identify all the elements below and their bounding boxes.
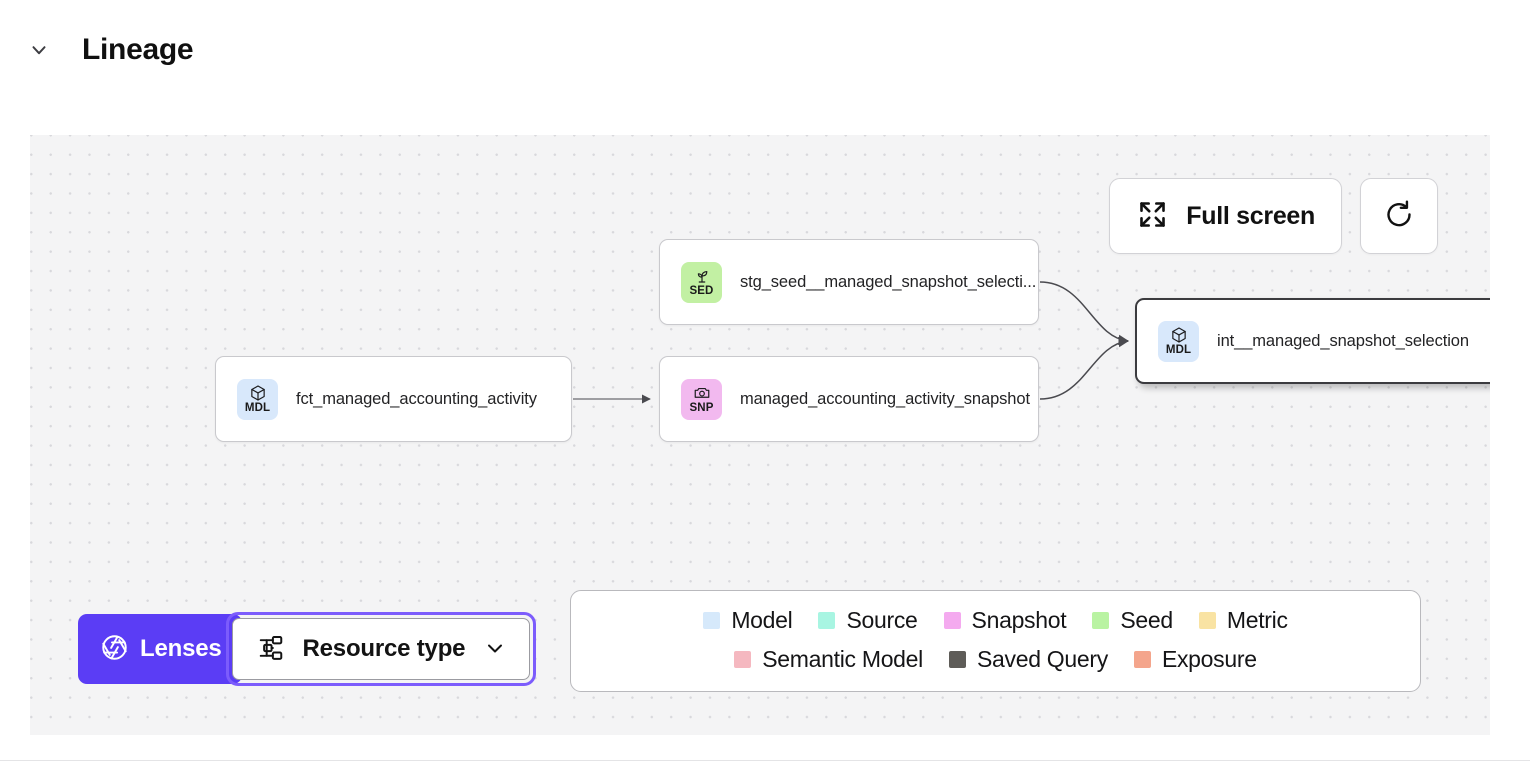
resource-type-focus-ring: Resource type xyxy=(225,612,537,686)
node-type-abbr: MDL xyxy=(1165,343,1192,356)
sprout-icon: SED xyxy=(681,261,722,303)
lineage-legend: Model Source Snapshot Seed Metric S xyxy=(570,590,1421,692)
resource-type-label: Resource type xyxy=(302,635,466,662)
node-label: stg_seed__managed_snapshot_selecti... xyxy=(740,272,1037,291)
node-type-abbr: SNP xyxy=(689,401,714,414)
refresh-icon xyxy=(1382,198,1416,235)
hierarchy-icon xyxy=(257,634,285,665)
chevron-down-icon[interactable] xyxy=(22,33,56,67)
legend-item-saved-query: Saved Query xyxy=(948,646,1108,673)
cube-icon: MDL xyxy=(1158,320,1199,362)
lineage-node-stg-seed-managed-snapshot-selection[interactable]: SED stg_seed__managed_snapshot_selecti..… xyxy=(659,239,1039,325)
node-type-abbr: SED xyxy=(689,284,714,297)
resource-type-dropdown[interactable]: Resource type xyxy=(231,618,531,680)
legend-swatch xyxy=(734,651,752,668)
legend-label: Seed xyxy=(1120,607,1173,633)
legend-swatch xyxy=(1198,612,1216,629)
camera-icon: SNP xyxy=(681,378,722,420)
chevron-down-icon xyxy=(483,636,507,663)
lenses-label: Lenses xyxy=(140,635,222,662)
legend-row: Model Source Snapshot Seed Metric xyxy=(601,607,1390,634)
lineage-node-int-managed-snapshot-selection[interactable]: MDL int__managed_snapshot_selection xyxy=(1135,298,1490,384)
legend-swatch xyxy=(1133,651,1151,668)
lineage-node-fct-managed-accounting-activity[interactable]: MDL fct_managed_accounting_activity xyxy=(215,356,572,442)
legend-row: Semantic Model Saved Query Exposure xyxy=(601,646,1390,673)
page-title: Lineage xyxy=(82,33,194,66)
canvas-toolbar: Full screen xyxy=(1109,178,1438,254)
legend-swatch xyxy=(948,651,966,668)
lineage-node-managed-accounting-activity-snapshot[interactable]: SNP managed_accounting_activity_snapshot xyxy=(659,356,1039,442)
legend-item-source: Source xyxy=(818,607,918,634)
legend-swatch xyxy=(1092,612,1110,629)
legend-swatch xyxy=(818,612,836,629)
node-label: managed_accounting_activity_snapshot xyxy=(740,389,1030,408)
legend-item-model: Model xyxy=(703,607,793,634)
legend-label: Saved Query xyxy=(976,646,1108,672)
refresh-button[interactable] xyxy=(1360,178,1438,254)
lineage-canvas[interactable]: MDL fct_managed_accounting_activity SED … xyxy=(30,135,1490,735)
legend-item-seed: Seed xyxy=(1092,607,1173,634)
lenses-button[interactable]: Lenses xyxy=(78,614,242,684)
legend-label: Semantic Model xyxy=(762,646,923,672)
legend-item-exposure: Exposure xyxy=(1133,646,1257,673)
legend-label: Model xyxy=(731,607,793,633)
legend-item-metric: Metric xyxy=(1198,607,1288,634)
legend-label: Exposure xyxy=(1161,646,1257,672)
lineage-section-header: Lineage xyxy=(0,0,1530,100)
edge-seed-to-int xyxy=(1039,281,1130,346)
legend-swatch xyxy=(943,612,961,629)
node-label: int__managed_snapshot_selection xyxy=(1217,331,1469,350)
full-screen-label: Full screen xyxy=(1186,201,1315,230)
expand-icon xyxy=(1136,198,1169,234)
node-label: fct_managed_accounting_activity xyxy=(296,389,537,408)
full-screen-button[interactable]: Full screen xyxy=(1109,178,1342,254)
legend-item-semantic-model: Semantic Model xyxy=(734,646,923,673)
legend-swatch xyxy=(703,612,721,629)
legend-label: Metric xyxy=(1226,607,1288,633)
node-type-abbr: MDL xyxy=(244,401,271,414)
legend-label: Snapshot xyxy=(971,607,1067,633)
legend-item-snapshot: Snapshot xyxy=(943,607,1067,634)
edge-snapshot-to-int xyxy=(1039,336,1130,400)
aperture-icon xyxy=(100,633,129,665)
legend-label: Source xyxy=(846,607,918,633)
lineage-controls: Lenses Resource type xyxy=(78,612,537,686)
cube-icon: MDL xyxy=(237,378,278,420)
bottom-divider xyxy=(0,760,1530,761)
